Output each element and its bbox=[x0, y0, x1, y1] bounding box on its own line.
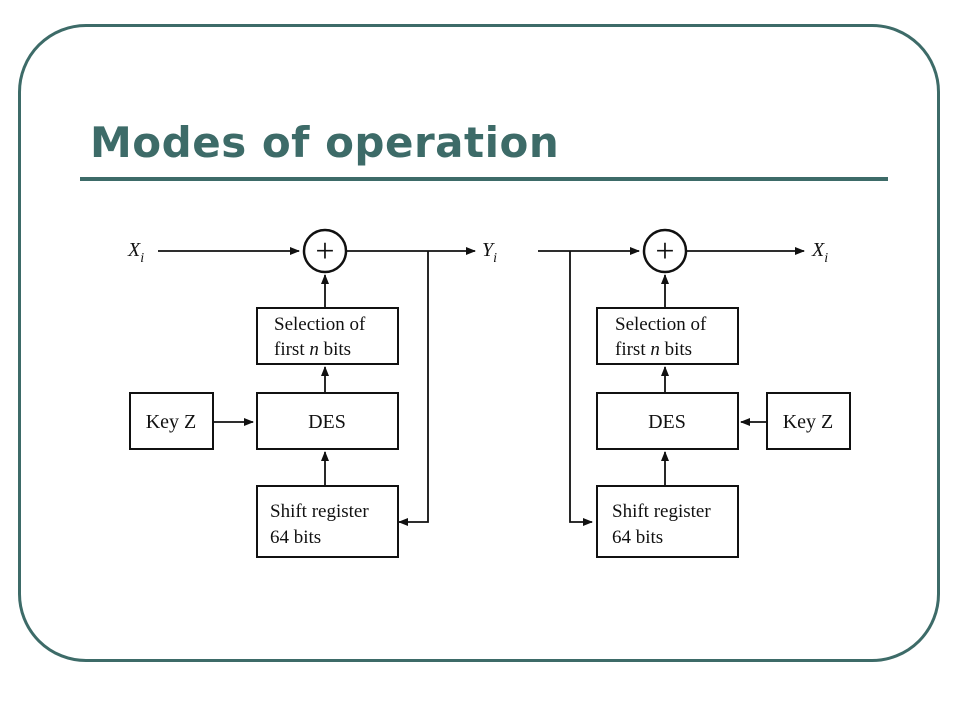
slide-frame bbox=[18, 24, 940, 662]
title-underline bbox=[80, 177, 888, 181]
dec-shift-register-size: 64 bits bbox=[612, 527, 663, 548]
dec-des-label: DES bbox=[648, 411, 686, 433]
slide-title: Modes of operation bbox=[90, 118, 560, 167]
svg-text:+: + bbox=[655, 233, 674, 270]
dec-selection-label-2: first n bits bbox=[615, 339, 692, 360]
dec-key-box bbox=[766, 392, 851, 450]
dec-output-label: Xi bbox=[811, 239, 828, 266]
enc-key-box bbox=[129, 392, 214, 450]
enc-feedback-wire bbox=[398, 251, 429, 526]
enc-shift-register-label: Shift register bbox=[270, 501, 369, 522]
enc-selection-label-2: first n bits bbox=[274, 339, 351, 360]
enc-input-label: Xi bbox=[127, 239, 144, 266]
dec-shift-register-box bbox=[596, 485, 739, 558]
enc-shift-register-box bbox=[256, 485, 399, 558]
encryption-diagram: Xi + Yi Selection of first n bits DES Ke… bbox=[127, 228, 497, 558]
dec-selection-label: Selection of bbox=[615, 314, 707, 335]
enc-des-box bbox=[256, 392, 399, 450]
dec-feedback-wire bbox=[569, 251, 593, 526]
enc-xor-symbol: + bbox=[302, 228, 348, 274]
dec-shift-register-label: Shift register bbox=[612, 501, 711, 522]
dec-key-label: Key Z bbox=[783, 411, 834, 433]
enc-shift-register-size: 64 bits bbox=[270, 527, 321, 548]
enc-des-label: DES bbox=[308, 411, 346, 433]
dec-selection-box bbox=[596, 307, 739, 365]
dec-xor-symbol: + bbox=[642, 228, 688, 274]
enc-selection-box bbox=[256, 307, 399, 365]
enc-output-label: Yi bbox=[482, 239, 497, 266]
decryption-diagram: + Xi Selection of first n bits DES Key Z… bbox=[538, 228, 851, 558]
enc-selection-label: Selection of bbox=[274, 314, 366, 335]
svg-text:+: + bbox=[315, 233, 334, 270]
enc-key-label: Key Z bbox=[146, 411, 197, 433]
dec-des-box bbox=[596, 392, 739, 450]
